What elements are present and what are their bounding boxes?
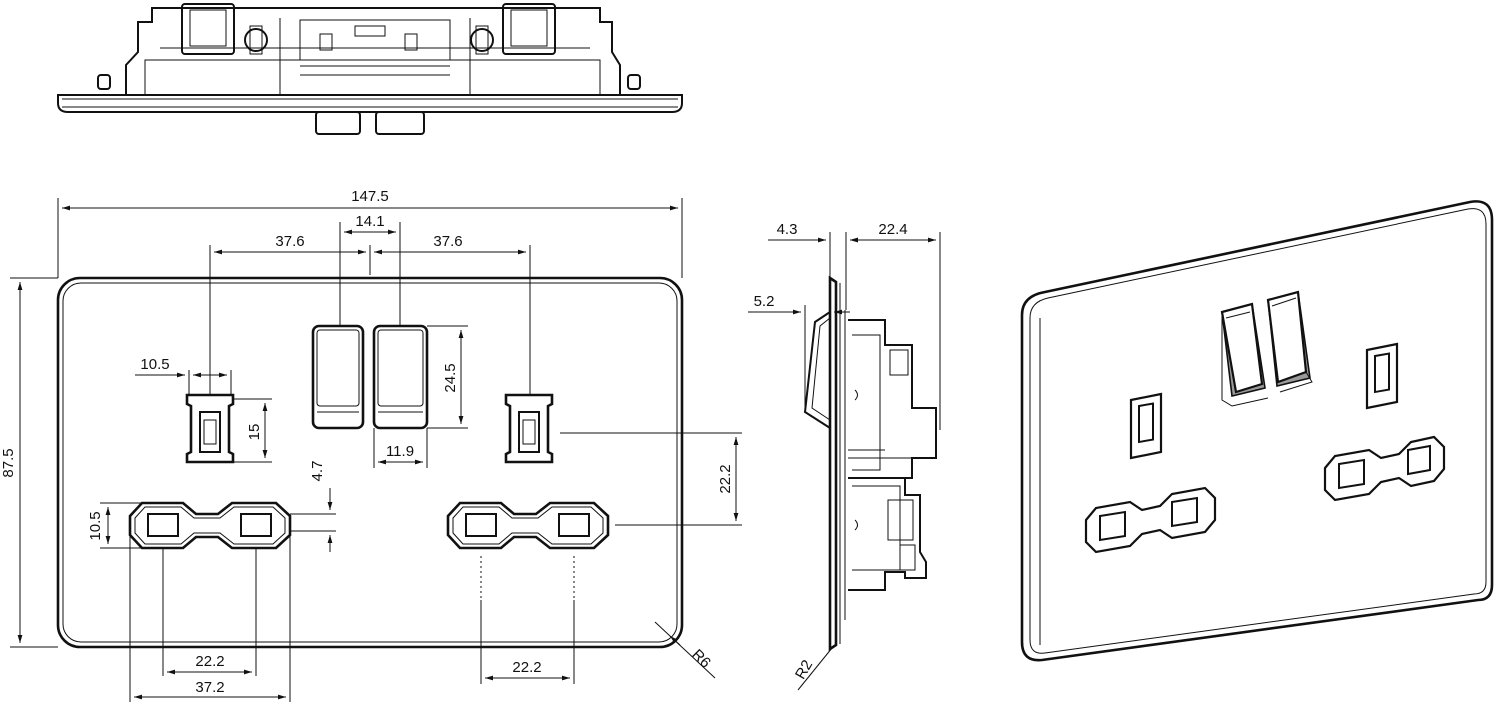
side-view: 4.3 22.4 5.2 R2 (748, 221, 941, 691)
iso-switch-left (1220, 302, 1269, 407)
dim-switch-width: 11.9 (386, 443, 414, 460)
dim-earth-height: 15 (246, 424, 263, 441)
switch-right (372, 324, 429, 430)
dim-switch-earth-right: 37.6 (433, 233, 462, 250)
dim-switch-earth-left: 37.6 (275, 233, 304, 250)
iso-pins-right (1323, 435, 1446, 502)
dim-plate-depth: 4.3 (777, 221, 798, 238)
dim-corner-radius: R6 (688, 646, 714, 672)
pin-outlet-left (128, 501, 292, 550)
dim-pin-group-width: 37.2 (195, 679, 224, 696)
dim-overall-height: 87.5 (0, 448, 17, 477)
dim-pin-height: 10.5 (87, 511, 104, 540)
earth-slot-left (185, 393, 235, 464)
earth-slot-right (504, 393, 554, 464)
dim-edge-radius: R2 (792, 657, 816, 682)
switch-left (311, 324, 365, 430)
dim-pin-spacing-right: 22.2 (512, 659, 541, 676)
front-view: 147.5 87.5 14.1 37.6 37.6 10.5 15 (0, 188, 742, 702)
dim-pin-spacing-left: 22.2 (195, 653, 224, 670)
top-view (57, 3, 683, 135)
iso-earth-left (1129, 392, 1163, 460)
pin-outlet-right (446, 501, 610, 550)
dim-earth-width: 10.5 (140, 356, 169, 373)
dim-switch-height: 24.5 (442, 363, 459, 392)
dim-switch-gap: 14.1 (355, 213, 384, 230)
dim-switch-projection: 5.2 (754, 293, 775, 310)
dim-overall-width: 147.5 (351, 188, 389, 205)
iso-switch-right (1266, 290, 1313, 393)
dim-earth-pin-vertical: 22.2 (717, 464, 734, 493)
isometric-view (1020, 200, 1494, 662)
dim-body-depth: 22.4 (878, 221, 907, 238)
iso-earth-right (1365, 342, 1399, 410)
iso-pins-left (1084, 486, 1217, 554)
dim-earth-to-pins: 4.7 (309, 461, 326, 482)
